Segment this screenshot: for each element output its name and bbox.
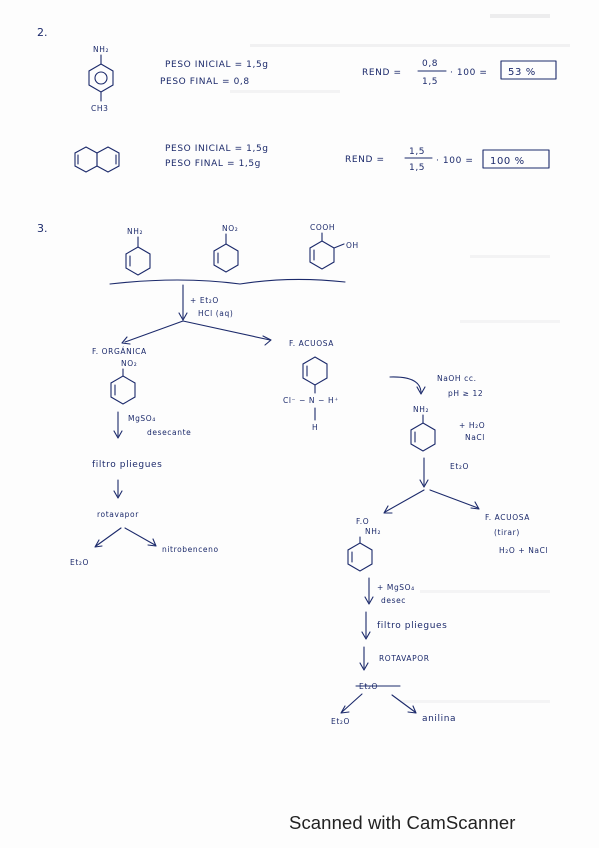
- rendimiento-result-1: 53 %: [508, 67, 536, 78]
- aniline-b-nh2: NH₂: [413, 405, 429, 414]
- aniline-free-base-structure: NH₂: [410, 405, 436, 452]
- h2o-nacl-right: H₂O + NaCl: [499, 546, 548, 555]
- rend-label-2: REND =: [345, 155, 385, 165]
- step1-reagent-hcl: HCl (aq): [198, 309, 233, 318]
- nitrobenzene-structure: NO₂: [213, 224, 239, 273]
- fraction-numerator-1: 0,8: [422, 59, 438, 69]
- mixture-brace: [109, 278, 346, 285]
- salicylic-acid-structure: COOH OH: [309, 223, 359, 270]
- p-toluidine-structure: NH₂ CH3: [88, 45, 114, 113]
- cooh-label: COOH: [310, 223, 335, 232]
- salt-h-label: H: [312, 423, 318, 432]
- basify-arrow: [389, 376, 422, 393]
- multiply-100-2: · 100 =: [436, 156, 474, 166]
- desecante-label: desecante: [147, 428, 191, 437]
- fraction-denominator-1: 1,5: [422, 77, 438, 87]
- rotavapor-left: rotavapor: [97, 510, 139, 519]
- naoh-label: NaOH cc.: [437, 374, 477, 383]
- aniline-final-structure: [347, 536, 373, 572]
- peso-final-1: PESO FINAL = 0,8: [160, 77, 250, 87]
- question-2-number: 2.: [37, 26, 48, 39]
- methyl-group-label: CH3: [91, 104, 108, 113]
- rendimiento-result-2: 100 %: [490, 156, 525, 167]
- fo-nh2-label: NH₂: [365, 527, 381, 536]
- desec-label: desec: [381, 596, 406, 605]
- rend-label-1: REND =: [362, 68, 402, 78]
- nacl-label: NaCl: [465, 433, 485, 442]
- anilinium-salt-structure: Cl⁻ − N − H⁺ H: [283, 356, 339, 432]
- nitrobenceno-label: nitrobenceno: [162, 545, 219, 554]
- fase-acuosa-label: F. ACUOSA: [289, 339, 334, 348]
- rotavapor-right: ROTAVAPOR: [379, 654, 430, 663]
- fase-acuosa-right: F. ACUOSA: [485, 513, 530, 522]
- salt-label: Cl⁻ − N − H⁺: [283, 396, 339, 405]
- et2o-left: Et₂O: [70, 558, 89, 567]
- fraction-denominator-2: 1,5: [409, 163, 425, 173]
- multiply-100-1: · 100 =: [450, 68, 488, 78]
- mgso4-label: MgSO₄: [128, 414, 156, 423]
- fase-organica-label: F. ORGÁNICA: [92, 347, 147, 356]
- fase-organica-right: F.O: [356, 517, 369, 526]
- oh-label: OH: [346, 241, 359, 250]
- peso-inicial-2: PESO INICIAL = 1,5g: [165, 144, 269, 154]
- et2o-bottom: Et₂O: [331, 717, 350, 726]
- organic-phase-nitrobenzene: NO₂: [110, 359, 137, 405]
- fraction-numerator-2: 1,5: [409, 147, 425, 157]
- filtro-pliegues-right: filtro pliegues: [377, 621, 447, 631]
- nitrobenzene-no2-label: NO₂: [222, 224, 238, 233]
- result-box-1: [500, 60, 557, 80]
- org-no2-label: NO₂: [121, 359, 137, 368]
- ph-label: pH ≥ 12: [448, 389, 483, 398]
- result-box-2: [482, 149, 550, 169]
- step1-reagent-ether: + Et₂O: [190, 296, 219, 305]
- h2o-plus-label: + H₂O: [459, 421, 485, 430]
- et2o-right: Et₂O: [450, 462, 469, 471]
- peso-inicial-1: PESO INICIAL = 1,5g: [165, 60, 269, 70]
- tirar-label: (tirar): [494, 528, 520, 537]
- bleed-through-marks: [230, 14, 570, 703]
- mgso4-right: + MgSO₄: [377, 583, 415, 592]
- aniline-structure: NH₂: [125, 227, 151, 276]
- naphthalene-structure: [74, 146, 120, 173]
- scanner-watermark: Scanned with CamScanner: [289, 812, 516, 833]
- aniline-nh2-label: NH₂: [127, 227, 143, 236]
- peso-final-2: PESO FINAL = 1,5g: [165, 159, 261, 169]
- question-3-number: 3.: [37, 222, 48, 235]
- anilina-label: anilina: [422, 714, 456, 724]
- amine-group-label: NH₂: [93, 45, 109, 54]
- filtro-pliegues-left: filtro pliegues: [92, 460, 162, 470]
